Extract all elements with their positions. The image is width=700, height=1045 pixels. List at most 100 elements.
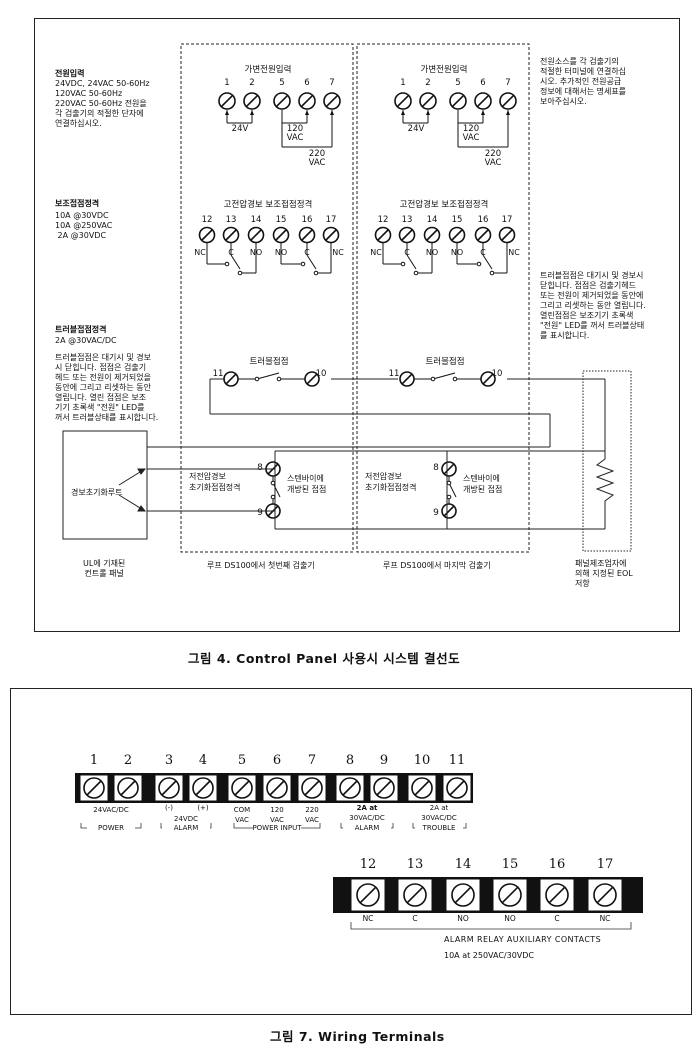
relay-label-nc-5: NC [332, 248, 344, 257]
relay-terminal-12 [374, 226, 392, 244]
relay-contacts-label: 고전압경보 보조접점정격 [224, 199, 313, 210]
term-8-9-rating-1: 2A at [356, 804, 378, 812]
power-desc-right: 전원소스를 각 검출기의 적절한 터미널에 연결하십 시오. 추가적인 전원공급… [540, 57, 627, 106]
trouble-terminal-11 [223, 371, 239, 387]
bottom-terminal-strip [333, 877, 643, 913]
power-terminal-2 [243, 92, 261, 110]
relay-terminal-17 [322, 226, 340, 244]
power-term-5-number: 5 [455, 78, 460, 88]
figure-7-terminal-diagram [75, 773, 643, 930]
relay-label-nc-5: NC [508, 248, 520, 257]
trouble-term-11-number: 11 [389, 369, 400, 379]
trouble-terminal-11 [399, 371, 415, 387]
alarm-contact-label-2: 초기화접점정격 [365, 482, 417, 492]
trouble-desc-right: 트러블접점은 대기시 및 경보시 닫힙니다. 접점은 검출기헤드 또는 전원이 … [540, 271, 646, 340]
term-6-label-2: VAC [270, 816, 284, 824]
trouble-rating-title: 트러블접점정격 [55, 325, 107, 334]
trouble-contact-label: 트러블접점 [249, 356, 288, 367]
label-220: 220 [309, 149, 325, 159]
relay-terminal-14 [247, 226, 265, 244]
power-terminal-2 [419, 92, 437, 110]
terminal-6-number: 6 [272, 753, 282, 768]
power-term-2-number: 2 [249, 78, 254, 88]
relay-terminal-16 [545, 883, 569, 907]
terminal-8 [339, 777, 361, 799]
trouble-terminal-10 [304, 371, 320, 387]
relay-terminal-label-13: C [412, 914, 418, 923]
terminal-3 [158, 777, 180, 799]
power-terminal-7 [323, 92, 341, 110]
relay-terminal-13 [398, 226, 416, 244]
alarm-contact-label-2: 초기화접점정격 [189, 482, 241, 492]
relay-term-12-number: 12 [202, 215, 213, 225]
panel-box-label: 경보초기화루트 [71, 488, 123, 497]
alarm-terminal-8 [441, 461, 457, 477]
aux-contact-lines: 10A @30VDC 10A @250VAC 2A @30VDC [55, 211, 113, 240]
label-120-vac: VAC [463, 133, 480, 143]
terminal-10 [411, 777, 433, 799]
relay-term-16-number: 16 [302, 215, 313, 225]
term-8-9-rating-2: 30VAC/DC [349, 814, 385, 822]
control-panel-box [62, 430, 148, 540]
power-input-label: 가변전원입력 [245, 64, 292, 75]
relay-term-12-number: 12 [378, 215, 389, 225]
terminal-4 [192, 777, 214, 799]
power-terminal-6 [298, 92, 316, 110]
relay-term-15-number: 15 [276, 215, 287, 225]
relay-term-13-number: 13 [226, 215, 237, 225]
relay-terminal-17-number: 17 [596, 857, 614, 872]
terminal-4-number: 4 [198, 753, 208, 768]
relay-term-17-number: 17 [326, 215, 337, 225]
terminal-2 [117, 777, 139, 799]
terminal-9-number: 9 [379, 753, 389, 768]
relay-terminal-16 [298, 226, 316, 244]
terminal-3-number: 3 [164, 753, 174, 768]
relay-label-nc-0: NC [370, 248, 382, 257]
relay-terminal-label-15: NO [504, 914, 516, 923]
alarm-term-9-number: 9 [257, 508, 263, 518]
alarm-term-8-number: 8 [433, 463, 439, 473]
power-input-label: 가변전원입력 [421, 64, 468, 75]
first-detector-outline [180, 43, 354, 553]
relay-terminal-13 [222, 226, 240, 244]
term-7-label-2: VAC [305, 816, 319, 824]
terminal-2-number: 2 [123, 753, 133, 768]
label-220-vac: VAC [485, 158, 502, 168]
group-label-alarm-1: ALARM [173, 824, 199, 832]
term-1-2-rating: 24VAC/DC [93, 806, 129, 814]
first-detector-label: 루프 DS100에서 첫번째 검출기 [207, 561, 315, 570]
trouble-contact-label: 트러블접점 [425, 356, 464, 367]
relay-term-17-number: 17 [502, 215, 513, 225]
relay-terminal-14 [423, 226, 441, 244]
terminal-11-number: 11 [448, 753, 466, 768]
relay-terminal-12 [356, 883, 380, 907]
relay-terminal-12-number: 12 [359, 857, 377, 872]
trouble-desc-left: 트러블접점은 대기시 및 경보 시 닫힙니다. 접점은 검출기 헤드 또는 전원… [55, 353, 159, 422]
power-terminal-6 [474, 92, 492, 110]
label-220-vac: VAC [309, 158, 326, 168]
relay-term-13-number: 13 [402, 215, 413, 225]
panel-label: UL에 기재된 컨트롤 패널 [83, 559, 126, 578]
terminal-11 [446, 777, 468, 799]
group-label-trouble-4: TROUBLE [422, 824, 456, 832]
relay-term-14-number: 14 [251, 215, 262, 225]
term-3-4-rating: 24VDC [174, 815, 198, 823]
standby-open-label-2: 개방된 접점 [463, 484, 502, 494]
power-input-title: 전원입력 [55, 69, 85, 78]
relay-terminal-17 [498, 226, 516, 244]
trouble-loop-wires [147, 378, 615, 530]
power-terminal-1 [394, 92, 412, 110]
group-label-power-input-2: POWER INPUT [252, 824, 302, 832]
power-terminal-1 [218, 92, 236, 110]
terminal-7 [301, 777, 323, 799]
power-terminal-5 [273, 92, 291, 110]
figure-4-caption: 그림 4. Control Panel 사용시 시스템 결선도 [188, 651, 461, 666]
terminal-5-number: 5 [237, 753, 247, 768]
relay-term-16-number: 16 [478, 215, 489, 225]
relay-terminal-16-number: 16 [548, 857, 566, 872]
